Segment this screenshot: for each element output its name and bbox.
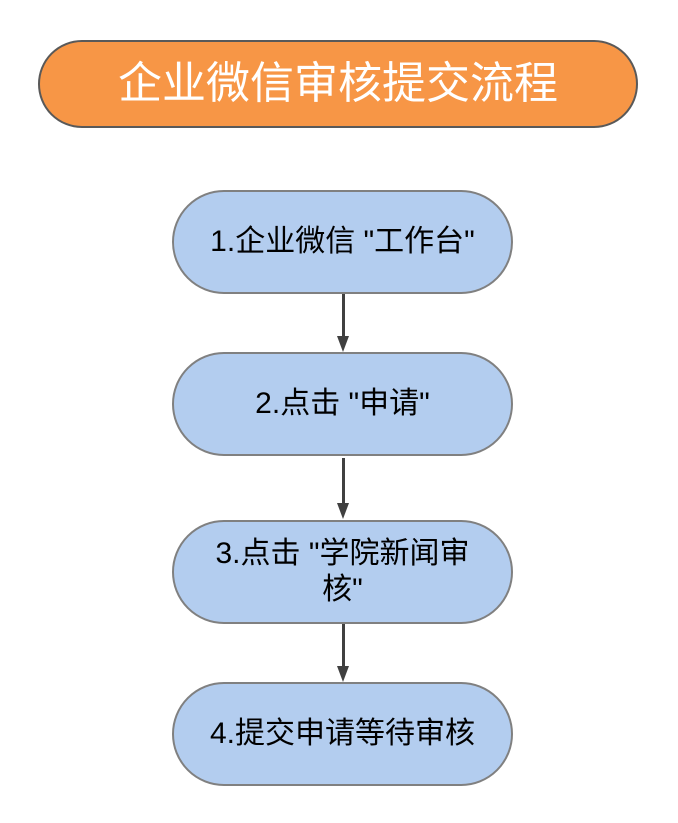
connector-shaft bbox=[342, 458, 345, 505]
connector-shaft bbox=[342, 624, 345, 668]
flowchart-connector-3 bbox=[337, 624, 350, 682]
flowchart-node-step-2[interactable]: 2.点击 "申请" bbox=[172, 352, 513, 456]
flowchart-connector-2 bbox=[337, 458, 350, 520]
flowchart-node-step-1[interactable]: 1.企业微信 "工作台" bbox=[172, 190, 513, 294]
flowchart-node-label: 2.点击 "申请" bbox=[255, 387, 430, 420]
connector-shaft bbox=[342, 294, 345, 338]
flowchart-node-label: 4.提交申请等待审核 bbox=[209, 717, 476, 750]
flowchart-node-step-4[interactable]: 4.提交申请等待审核 bbox=[172, 682, 513, 786]
arrow-head-icon bbox=[337, 666, 349, 682]
flowchart-connector-1 bbox=[337, 294, 350, 352]
flowchart-node-step-3[interactable]: 3.点击 "学院新闻审核" bbox=[172, 520, 513, 624]
flowchart-node-label: 3.点击 "学院新闻审核" bbox=[215, 537, 470, 606]
diagram-title-banner: 企业微信审核提交流程 bbox=[38, 40, 638, 128]
arrow-head-icon bbox=[337, 336, 349, 352]
arrow-head-icon bbox=[337, 503, 349, 519]
flowchart-node-label: 1.企业微信 "工作台" bbox=[210, 225, 475, 258]
diagram-title-text: 企业微信审核提交流程 bbox=[118, 58, 558, 108]
